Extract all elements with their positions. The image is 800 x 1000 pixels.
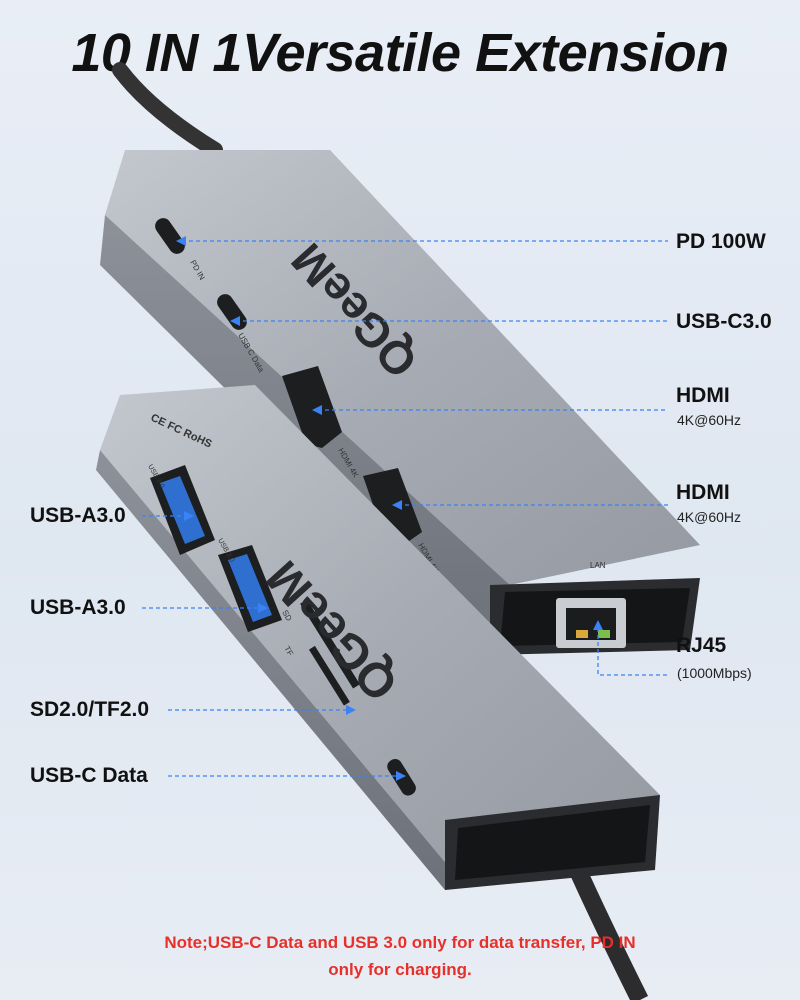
label-usb-a3-1: USB-A3.0 [30, 504, 126, 527]
sublabel-hdmi-1: 4K@60Hz [677, 412, 742, 428]
usage-note: Note;USB-C Data and USB 3.0 only for dat… [0, 929, 800, 983]
page-title: 10 IN 1Versatile Extension [71, 23, 729, 83]
label-hdmi-1: HDMI [676, 384, 730, 407]
callout-lines [142, 240, 668, 777]
label-pd-100w: PD 100W [676, 230, 766, 253]
label-rj45: RJ45 [676, 634, 727, 657]
bottom-hub-face [100, 385, 660, 880]
label-sd-tf: SD2.0/TF2.0 [30, 698, 150, 721]
tf-slot [308, 645, 350, 706]
sublabel-rj45: (1000Mbps) [677, 665, 752, 681]
hdmi-port-2 [363, 468, 422, 546]
label-usb-a3-2: USB-A3.0 [30, 596, 126, 619]
usage-note-line-2: only for charging. [328, 960, 472, 979]
usage-note-line-1: Note;USB-C Data and USB 3.0 only for dat… [164, 933, 636, 952]
bottom-hub-side [96, 450, 460, 890]
hdmi-port-1 [282, 366, 342, 448]
rj45-port [556, 598, 626, 648]
top-hub-face [105, 150, 700, 585]
pd-in-port [155, 218, 185, 254]
callout-line-rj45 [597, 628, 668, 676]
label-usb-c-data: USB-C Data [30, 764, 148, 787]
cable-top [112, 62, 223, 158]
sd-slot [300, 599, 360, 689]
sublabel-hdmi-2: 4K@60Hz [677, 509, 742, 525]
callout-arrows [176, 236, 603, 781]
label-usb-c3: USB-C3.0 [676, 310, 772, 333]
top-hub: QGeeM PD IN USB C Data HDMI 4K HDMI 4K L… [100, 150, 700, 655]
bottom-hub: QGeeM CE FC RoHS USB 3.0 USB 3.0 SD TF [96, 385, 660, 890]
lan-marking: LAN [590, 561, 606, 570]
tf-marking: TF [282, 645, 295, 658]
label-hdmi-2: HDMI [676, 481, 730, 504]
